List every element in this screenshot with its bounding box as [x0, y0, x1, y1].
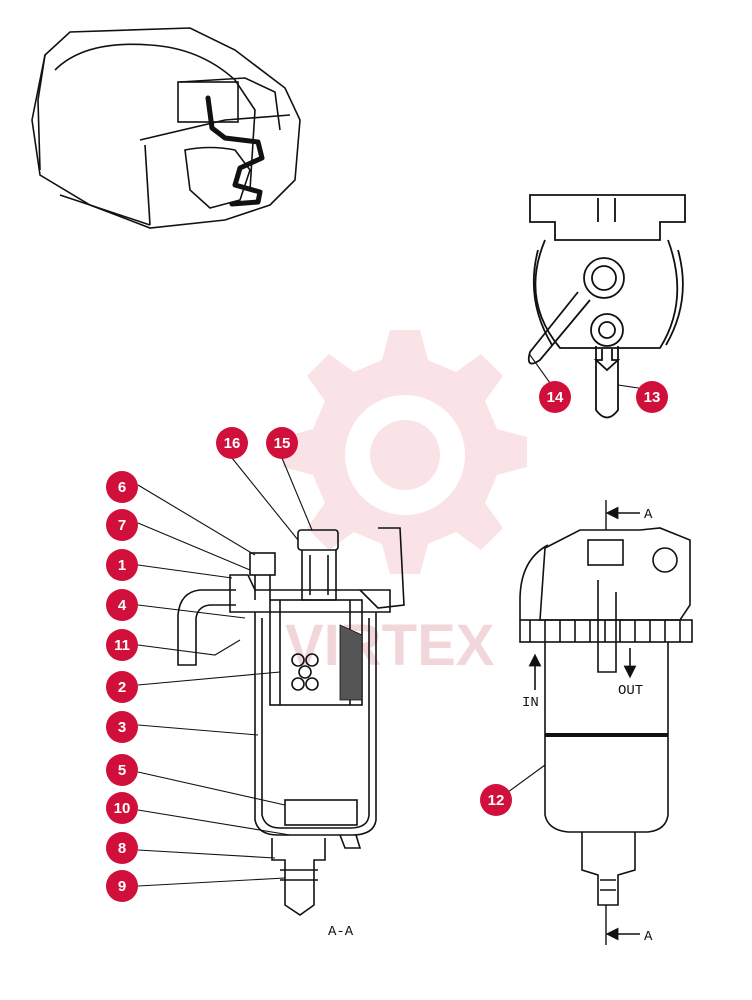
svg-text:12: 12: [488, 792, 505, 809]
callout-13: 13: [636, 381, 668, 413]
svg-text:8: 8: [118, 840, 126, 857]
svg-text:5: 5: [118, 762, 126, 779]
callout-12: 12: [480, 784, 512, 816]
svg-text:2: 2: [118, 679, 126, 696]
callout-10: 10: [106, 792, 138, 824]
section-view-label: A-A: [328, 924, 354, 940]
leader-lines: [137, 354, 653, 887]
callout-6: 6: [106, 471, 138, 503]
svg-text:4: 4: [118, 597, 127, 614]
callout-7: 7: [106, 509, 138, 541]
svg-text:16: 16: [224, 435, 241, 452]
svg-text:13: 13: [644, 389, 661, 406]
callout-2: 2: [106, 671, 138, 703]
svg-text:15: 15: [274, 435, 291, 452]
section-label-bottom: A: [644, 929, 653, 945]
inlet-label: IN: [522, 695, 539, 711]
drain-valve-detail: [527, 194, 686, 419]
callout-3: 3: [106, 711, 138, 743]
engine-overview: [31, 27, 301, 229]
filter-section-view: [177, 527, 405, 916]
svg-text:1: 1: [118, 557, 126, 574]
svg-text:14: 14: [547, 389, 564, 406]
watermark: VIRTEX: [283, 330, 527, 678]
callout-1: 1: [106, 549, 138, 581]
outlet-label: OUT: [618, 683, 643, 699]
svg-text:11: 11: [114, 637, 130, 654]
filter-exterior-view: [519, 527, 693, 906]
element-mesh: [339, 624, 363, 701]
callout-16: 16: [216, 427, 248, 459]
section-label-top: A: [644, 507, 653, 523]
svg-text:10: 10: [114, 800, 131, 817]
fuel-line-overview: [205, 95, 265, 207]
callout-15: 15: [266, 427, 298, 459]
callout-4: 4: [106, 589, 138, 621]
callout-11: 11: [106, 629, 138, 661]
svg-text:3: 3: [118, 719, 126, 736]
watermark-text: VIRTEX: [285, 613, 495, 678]
callout-9: 9: [106, 870, 138, 902]
svg-text:6: 6: [118, 479, 126, 496]
svg-text:9: 9: [118, 878, 126, 895]
callout-5: 5: [106, 754, 138, 786]
svg-text:7: 7: [118, 517, 126, 534]
callout-14: 14: [539, 381, 571, 413]
callout-8: 8: [106, 832, 138, 864]
